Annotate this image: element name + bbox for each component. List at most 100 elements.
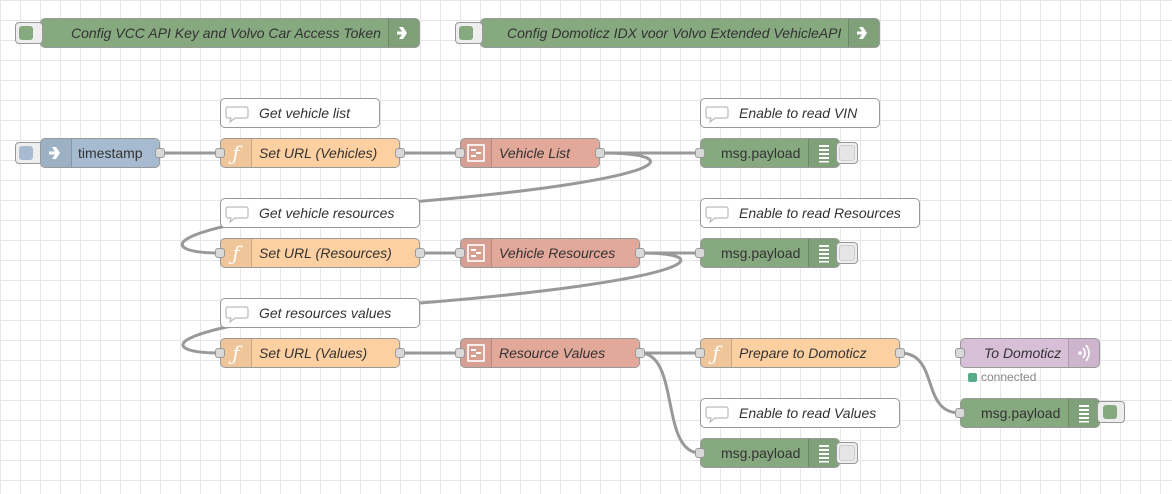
http-request-node-vehicle-list[interactable]: Vehicle List xyxy=(455,138,605,168)
link-in-node-config-domoticz[interactable]: Config Domoticz IDX voor Volvo Extended … xyxy=(480,18,880,48)
output-port[interactable] xyxy=(395,148,405,158)
wire-resource-values-to-debug4[interactable] xyxy=(639,351,701,455)
input-port[interactable] xyxy=(695,348,705,358)
debug-node-2[interactable]: msg.payload xyxy=(695,238,840,268)
function-node-set-url-resources[interactable]: ƒ Set URL (Resources) xyxy=(215,238,425,268)
link-in-node-config-vcc[interactable]: Config VCC API Key and Volvo Car Access … xyxy=(40,18,420,48)
debug-list-icon xyxy=(808,139,839,167)
comment-get-vehicle-resources[interactable]: Get vehicle resources xyxy=(220,198,420,228)
http-request-label: Resource Values xyxy=(499,345,606,361)
http-request-label: Vehicle List xyxy=(499,145,571,161)
inject-arrow-icon xyxy=(41,139,72,167)
output-port[interactable] xyxy=(155,148,165,158)
input-port[interactable] xyxy=(695,448,705,458)
input-port[interactable] xyxy=(695,148,705,158)
http-request-label: Vehicle Resources xyxy=(499,245,616,261)
link-node-label: Config VCC API Key and Volvo Car Access … xyxy=(71,25,381,41)
link-arrow-icon xyxy=(848,19,879,47)
mqtt-label: To Domoticz xyxy=(984,345,1062,361)
input-port[interactable] xyxy=(455,248,465,258)
comment-icon xyxy=(225,206,249,223)
http-request-node-vehicle-resources[interactable]: Vehicle Resources xyxy=(455,238,645,268)
http-request-icon xyxy=(461,239,492,267)
output-port[interactable] xyxy=(395,348,405,358)
comment-icon xyxy=(705,406,729,423)
debug-list-icon xyxy=(808,239,839,267)
function-icon: ƒ xyxy=(221,239,252,267)
debug-node-4[interactable]: msg.payload xyxy=(695,438,840,468)
debug-node-1[interactable]: msg.payload xyxy=(695,138,840,168)
mqtt-broadcast-icon xyxy=(1068,339,1099,367)
debug-label: msg.payload xyxy=(721,245,801,261)
input-port[interactable] xyxy=(455,348,465,358)
comment-icon xyxy=(225,306,249,323)
wire-vehicle-resources-to-set-url-values[interactable] xyxy=(181,251,683,355)
svg-text:ƒ: ƒ xyxy=(228,141,243,165)
comment-icon xyxy=(705,106,729,123)
input-port[interactable] xyxy=(215,248,225,258)
debug-label: msg.payload xyxy=(721,145,801,161)
link-node-button[interactable] xyxy=(455,22,483,44)
http-request-node-resource-values[interactable]: Resource Values xyxy=(455,338,645,368)
mqtt-out-node-to-domoticz[interactable]: To Domoticz xyxy=(955,338,1100,368)
comment-label: Get vehicle resources xyxy=(259,205,395,221)
function-label: Set URL (Vehicles) xyxy=(259,145,378,161)
comment-icon xyxy=(225,106,249,123)
input-port[interactable] xyxy=(215,348,225,358)
function-icon: ƒ xyxy=(221,339,252,367)
comment-icon xyxy=(705,206,729,223)
link-node-label: Config Domoticz IDX voor Volvo Extended … xyxy=(507,25,842,41)
input-port[interactable] xyxy=(695,248,705,258)
debug-list-icon xyxy=(1068,399,1099,427)
debug-label: msg.payload xyxy=(721,445,801,461)
comment-get-resources-values[interactable]: Get resources values xyxy=(220,298,420,328)
inject-button[interactable] xyxy=(15,142,43,164)
debug-toggle-button[interactable] xyxy=(836,142,858,164)
function-node-prepare-domoticz[interactable]: ƒ Prepare to Domoticz xyxy=(695,338,905,368)
debug-label: msg.payload xyxy=(981,405,1061,421)
function-label: Set URL (Values) xyxy=(259,345,368,361)
comment-get-vehicle-list[interactable]: Get vehicle list xyxy=(220,98,380,128)
comment-label: Get resources values xyxy=(259,305,392,321)
function-icon: ƒ xyxy=(221,139,252,167)
function-icon: ƒ xyxy=(701,339,732,367)
svg-text:ƒ: ƒ xyxy=(708,341,723,365)
comment-label: Get vehicle list xyxy=(259,105,351,121)
output-port[interactable] xyxy=(635,248,645,258)
inject-label: timestamp xyxy=(78,145,143,161)
input-port[interactable] xyxy=(215,148,225,158)
mqtt-status-text: connected xyxy=(981,370,1037,384)
inject-node-timestamp[interactable]: timestamp xyxy=(40,138,165,168)
output-port[interactable] xyxy=(895,348,905,358)
comment-enable-values[interactable]: Enable to read Values xyxy=(700,398,900,428)
comment-label: Enable to read VIN xyxy=(739,105,858,121)
output-port[interactable] xyxy=(595,148,605,158)
function-label: Prepare to Domoticz xyxy=(739,345,867,361)
link-arrow-icon xyxy=(388,19,419,47)
input-port[interactable] xyxy=(955,408,965,418)
comment-label: Enable to read Resources xyxy=(739,205,901,221)
comment-enable-resources[interactable]: Enable to read Resources xyxy=(700,198,920,228)
wire-prepare-domoticz-to-debug3[interactable] xyxy=(899,351,961,415)
output-port[interactable] xyxy=(635,348,645,358)
function-label: Set URL (Resources) xyxy=(259,245,392,261)
mqtt-status: connected xyxy=(968,370,1036,384)
input-port[interactable] xyxy=(955,348,965,358)
debug-toggle-button[interactable] xyxy=(836,442,858,464)
output-port[interactable] xyxy=(415,248,425,258)
function-node-set-url-vehicles[interactable]: ƒ Set URL (Vehicles) xyxy=(215,138,405,168)
function-node-set-url-values[interactable]: ƒ Set URL (Values) xyxy=(215,338,405,368)
debug-toggle-button[interactable] xyxy=(836,242,858,264)
input-port[interactable] xyxy=(455,148,465,158)
comment-enable-vin[interactable]: Enable to read VIN xyxy=(700,98,880,128)
debug-node-3[interactable]: msg.payload xyxy=(955,398,1100,428)
comment-label: Enable to read Values xyxy=(739,405,877,421)
link-node-button[interactable] xyxy=(15,22,43,44)
debug-toggle-button[interactable] xyxy=(1097,401,1125,423)
svg-text:ƒ: ƒ xyxy=(228,341,243,365)
svg-text:ƒ: ƒ xyxy=(228,241,243,265)
status-dot-icon xyxy=(968,373,977,382)
http-request-icon xyxy=(461,339,492,367)
debug-list-icon xyxy=(808,439,839,467)
